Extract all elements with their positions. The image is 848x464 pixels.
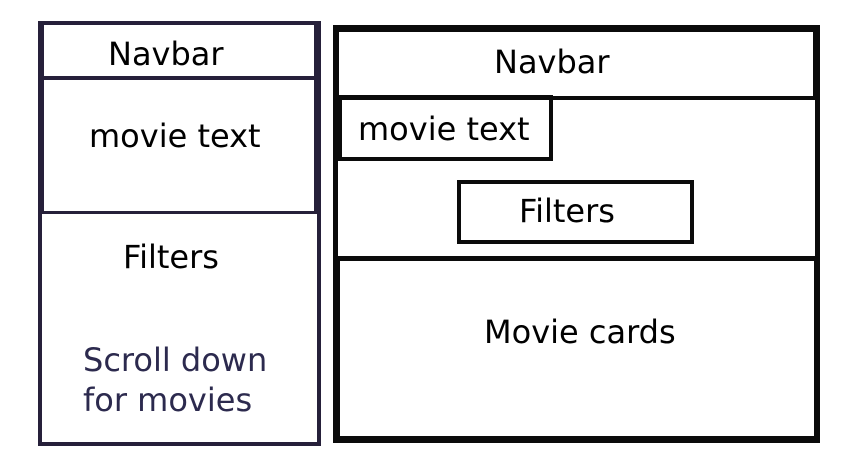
mobile-scroll-hint-line-1: Scroll down [83, 341, 268, 379]
mobile-navbar-box [40, 21, 318, 80]
desktop-filters-box [457, 180, 694, 244]
desktop-navbar-label: Navbar [494, 43, 610, 81]
desktop-movie-text-label: movie text [358, 110, 530, 148]
mobile-movie-text-label: movie text [89, 117, 261, 155]
desktop-movie-cards-box [335, 256, 819, 441]
mobile-scroll-hint-line-2: for movies [83, 381, 253, 419]
desktop-movie-text-box [338, 95, 553, 161]
desktop-navbar-box [335, 28, 817, 100]
mobile-navbar-label: Navbar [108, 35, 224, 73]
mobile-movie-text-box [40, 78, 318, 214]
mobile-scroll-hint: Scroll down for movies [83, 340, 283, 420]
desktop-filters-label: Filters [519, 192, 615, 230]
mobile-filters-label: Filters [123, 238, 219, 276]
desktop-movie-cards-label: Movie cards [484, 313, 676, 351]
